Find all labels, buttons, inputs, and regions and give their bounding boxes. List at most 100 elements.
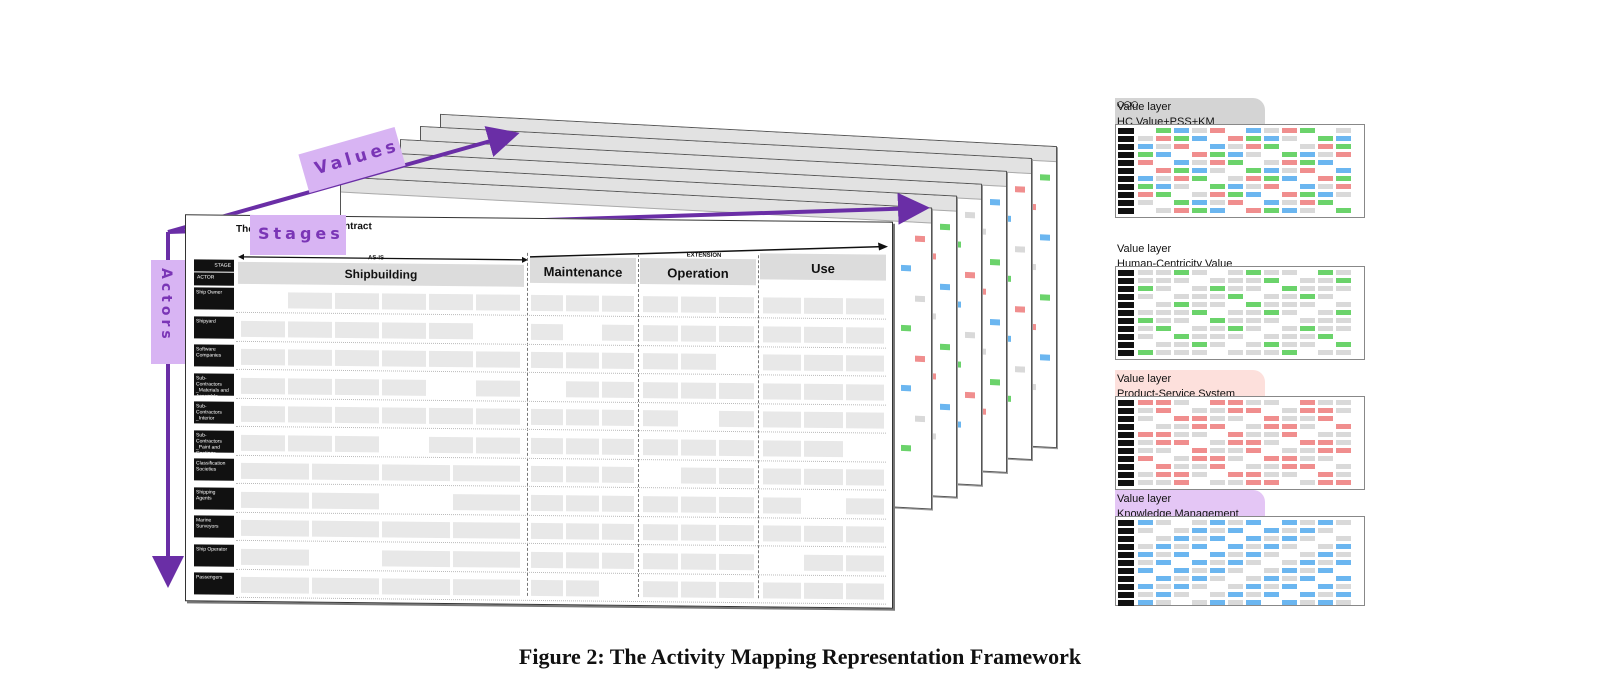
stages-axis-tag: Stages bbox=[250, 215, 346, 255]
panel-activity-cell bbox=[1318, 310, 1333, 315]
activity-cell bbox=[681, 581, 716, 598]
panel-activity-cell bbox=[1174, 464, 1189, 469]
activity-cell bbox=[763, 354, 802, 371]
panel-activity-cell bbox=[1300, 200, 1315, 205]
panel-activity-cell bbox=[1138, 544, 1153, 549]
sheet-marker bbox=[1015, 246, 1025, 253]
activity-cell bbox=[288, 377, 332, 395]
panel-activity-cell bbox=[1228, 416, 1243, 421]
panel-activity-cell bbox=[1156, 600, 1171, 605]
ooo-icon: ○○○ bbox=[1116, 96, 1139, 113]
panel-activity-cell bbox=[1210, 456, 1225, 461]
panel-knowledge-management: Value layer Knowledge Management bbox=[1115, 490, 1365, 606]
activity-cell bbox=[335, 292, 379, 310]
panel-actor-cell bbox=[1118, 278, 1134, 284]
panel-line1: Value layer bbox=[1117, 373, 1172, 385]
panel-activity-cell bbox=[1174, 584, 1189, 589]
panel-actor-cell bbox=[1118, 408, 1134, 414]
activity-cell bbox=[845, 412, 884, 429]
panel-activity-cell bbox=[1246, 448, 1261, 453]
activity-cell bbox=[241, 576, 309, 594]
panel-activity-cell bbox=[1156, 400, 1171, 405]
activity-cell bbox=[845, 583, 884, 600]
activity-cell bbox=[719, 496, 754, 513]
panel-activity-cell bbox=[1174, 544, 1189, 549]
activity-cell bbox=[531, 294, 564, 312]
panel-activity-cell bbox=[1300, 520, 1315, 525]
activity-cell bbox=[476, 351, 520, 368]
panel-activity-cell bbox=[1210, 144, 1225, 149]
panel-activity-cell bbox=[1282, 528, 1297, 533]
sheet-marker bbox=[1040, 294, 1050, 301]
panel-activity-cell bbox=[1300, 464, 1315, 469]
panel-activity-cell bbox=[1264, 176, 1279, 181]
panel-actor-cell bbox=[1118, 456, 1134, 462]
panel-activity-cell bbox=[1138, 160, 1153, 165]
panel-activity-cell bbox=[1318, 278, 1333, 283]
panel-activity-cell bbox=[1336, 318, 1351, 323]
panel-activity-cell bbox=[1336, 424, 1351, 429]
activity-cell bbox=[241, 348, 285, 366]
panel-activity-cell bbox=[1246, 480, 1261, 485]
panel-activity-cell bbox=[1228, 560, 1243, 565]
panel-activity-cell bbox=[1336, 464, 1351, 469]
activity-cell bbox=[804, 383, 843, 400]
panel-activity-cell bbox=[1336, 544, 1351, 549]
panel-activity-cell bbox=[1138, 286, 1153, 291]
panel-activity-cell bbox=[1282, 544, 1297, 549]
panel-activity-cell bbox=[1282, 456, 1297, 461]
panel-activity-cell bbox=[1228, 528, 1243, 533]
panel-activity-cell bbox=[1156, 270, 1171, 275]
activity-cell bbox=[845, 355, 884, 372]
panel-activity-cell bbox=[1228, 456, 1243, 461]
sheet-marker bbox=[1015, 366, 1025, 373]
shipbuilding-double-arrow bbox=[238, 253, 528, 263]
panel-activity-cell bbox=[1282, 432, 1297, 437]
panel-activity-cell bbox=[1174, 536, 1189, 541]
panel-activity-cell bbox=[1156, 560, 1171, 565]
activity-cell bbox=[382, 293, 426, 310]
panel-activity-cell bbox=[1336, 136, 1351, 141]
panel-activity-cell bbox=[1210, 184, 1225, 189]
panel-activity-cell bbox=[1246, 440, 1261, 445]
panel-activity-cell bbox=[1210, 168, 1225, 173]
panel-activity-cell bbox=[1174, 128, 1189, 133]
sheet-marker bbox=[915, 295, 925, 303]
panel-activity-cell bbox=[1246, 208, 1261, 213]
activity-cell bbox=[643, 353, 678, 370]
panel-activity-cell bbox=[1192, 326, 1207, 331]
activity-cell bbox=[241, 405, 285, 423]
panel-activity-cell bbox=[1246, 544, 1261, 549]
panel-activity-cell bbox=[1264, 128, 1279, 133]
activity-cell bbox=[763, 496, 802, 514]
panel-activity-cell bbox=[1282, 310, 1297, 315]
panel-activity-cell bbox=[1246, 278, 1261, 283]
panel-activity-cell bbox=[1300, 184, 1315, 189]
panel-activity-cell bbox=[1174, 184, 1189, 189]
panel-activity-cell bbox=[1156, 208, 1171, 213]
activity-cell bbox=[566, 352, 599, 369]
panel-activity-cell bbox=[1246, 286, 1261, 291]
panel-activity-cell bbox=[1264, 200, 1279, 205]
panel-activity-cell bbox=[1138, 400, 1153, 405]
sheet-marker bbox=[965, 271, 975, 279]
activity-cell bbox=[643, 296, 678, 313]
panel-activity-cell bbox=[1282, 584, 1297, 589]
panel-activity-cell bbox=[1192, 160, 1207, 165]
panel-actor-cell bbox=[1118, 302, 1134, 308]
activity-cell bbox=[566, 466, 599, 483]
activity-cell bbox=[643, 438, 678, 455]
panel-activity-cell bbox=[1228, 326, 1243, 331]
activity-cell bbox=[804, 525, 843, 543]
panel-actor-cell bbox=[1118, 144, 1134, 150]
panel-activity-cell bbox=[1156, 424, 1171, 429]
panel-activity-cell bbox=[1228, 568, 1243, 573]
panel-activity-cell bbox=[1246, 176, 1261, 181]
panel-activity-cell bbox=[1192, 416, 1207, 421]
panel-activity-cell bbox=[1192, 528, 1207, 533]
panel-activity-cell bbox=[1228, 310, 1243, 315]
panel-activity-cell bbox=[1174, 342, 1189, 347]
actor-label: Ship Owner bbox=[194, 287, 234, 310]
panel-activity-cell bbox=[1264, 528, 1279, 533]
panel-activity-cell bbox=[1264, 400, 1279, 405]
